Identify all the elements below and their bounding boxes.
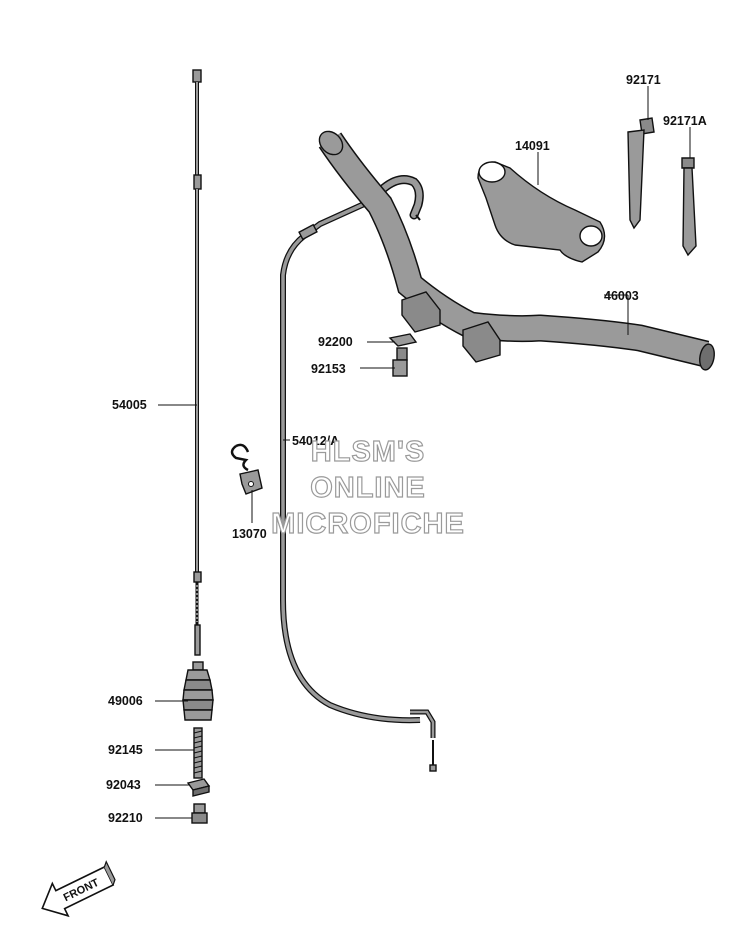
clip-92200	[388, 333, 418, 347]
watermark-line-3: MICROFICHE	[271, 508, 465, 540]
watermark-line-2: ONLINE	[310, 472, 426, 504]
callout-92153: 92153	[311, 362, 346, 376]
callout-92171: 92171	[626, 73, 661, 87]
watermark-line-1: HLSM'S	[311, 436, 425, 468]
callout-92145: 92145	[108, 743, 143, 757]
callout-54012a: 54012/A	[292, 434, 339, 448]
throttle-cable-54005	[192, 69, 202, 656]
handlebar-46003	[318, 130, 715, 371]
callout-92200: 92200	[318, 335, 353, 349]
watermark: HLSM'S ONLINE MICROFICHE	[271, 435, 465, 540]
front-arrow: FRONT	[41, 860, 116, 918]
callout-46003: 46003	[604, 289, 639, 303]
leader-lines	[155, 86, 691, 819]
hand-guard-14091	[477, 161, 606, 263]
callout-54005: 54005	[112, 398, 147, 412]
spring-92145	[193, 727, 203, 779]
cable-boot-49006	[182, 661, 214, 721]
callout-92171a: 92171A	[663, 114, 707, 128]
callout-92210: 92210	[108, 811, 143, 825]
bracket-13070	[230, 443, 263, 495]
callout-92043: 92043	[106, 778, 141, 792]
cable-elbow-fitting	[369, 175, 424, 221]
callout-49006: 49006	[108, 694, 143, 708]
cable-tie-92171a	[681, 157, 697, 257]
callout-13070: 13070	[232, 527, 267, 541]
callout-14091: 14091	[515, 139, 550, 153]
adjuster-92210	[191, 803, 208, 824]
cable-54012a	[280, 192, 437, 772]
collar-92043	[186, 778, 211, 797]
fitting-92153	[392, 347, 408, 377]
cable-tie-92171	[627, 117, 655, 230]
